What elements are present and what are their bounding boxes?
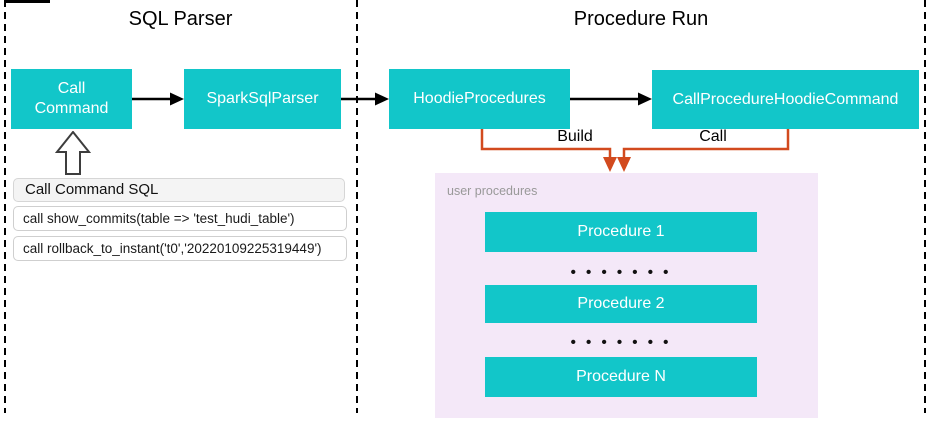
section-title-sql-parser: SQL Parser bbox=[128, 8, 233, 30]
node-call-command: Call Command bbox=[11, 69, 132, 129]
dashed-boundary-right bbox=[924, 0, 926, 413]
arrow-hoodieprocedures-to-callprocedurehoodiecommand bbox=[570, 92, 652, 106]
node-call-command-label: Call Command bbox=[34, 80, 109, 117]
node-hoodie-procedures: HoodieProcedures bbox=[389, 69, 570, 129]
node-call-procedure-hoodie-command-label: CallProcedureHoodieCommand bbox=[672, 90, 899, 108]
user-procedures-panel: user procedures Procedure 1 • • • • • • … bbox=[435, 173, 818, 418]
node-procedure-1: Procedure 1 bbox=[485, 212, 757, 252]
edge-label-call: Call bbox=[699, 128, 727, 145]
sql-panel-header: Call Command SQL bbox=[13, 178, 345, 202]
ellipsis-dots: • • • • • • • bbox=[570, 334, 672, 351]
dashed-boundary-middle bbox=[356, 0, 358, 413]
node-procedure-2: Procedure 2 bbox=[485, 285, 757, 323]
sql-row-rollback-to-instant: call rollback_to_instant('t0','202201092… bbox=[13, 236, 347, 261]
node-procedure-n: Procedure N bbox=[485, 357, 757, 397]
node-hoodie-procedures-label: HoodieProcedures bbox=[413, 90, 546, 107]
section-title-procedure-run: Procedure Run bbox=[573, 8, 709, 30]
arrow-call-command-to-sparksqlparser bbox=[132, 92, 184, 106]
node-spark-sql-parser: SparkSqlParser bbox=[184, 69, 341, 129]
node-call-procedure-hoodie-command: CallProcedureHoodieCommand bbox=[652, 70, 919, 129]
sql-row-show-commits: call show_commits(table => 'test_hudi_ta… bbox=[13, 206, 347, 231]
edge-label-build: Build bbox=[557, 128, 593, 145]
node-spark-sql-parser-label: SparkSqlParser bbox=[206, 90, 319, 107]
user-procedures-label: user procedures bbox=[447, 184, 538, 198]
arrow-sparksqlparser-to-hoodieprocedures bbox=[341, 92, 389, 106]
ellipsis-dots: • • • • • • • bbox=[570, 264, 672, 281]
top-border-segment bbox=[6, 0, 50, 3]
dashed-boundary-left bbox=[4, 0, 6, 413]
up-arrow-icon bbox=[55, 131, 91, 175]
